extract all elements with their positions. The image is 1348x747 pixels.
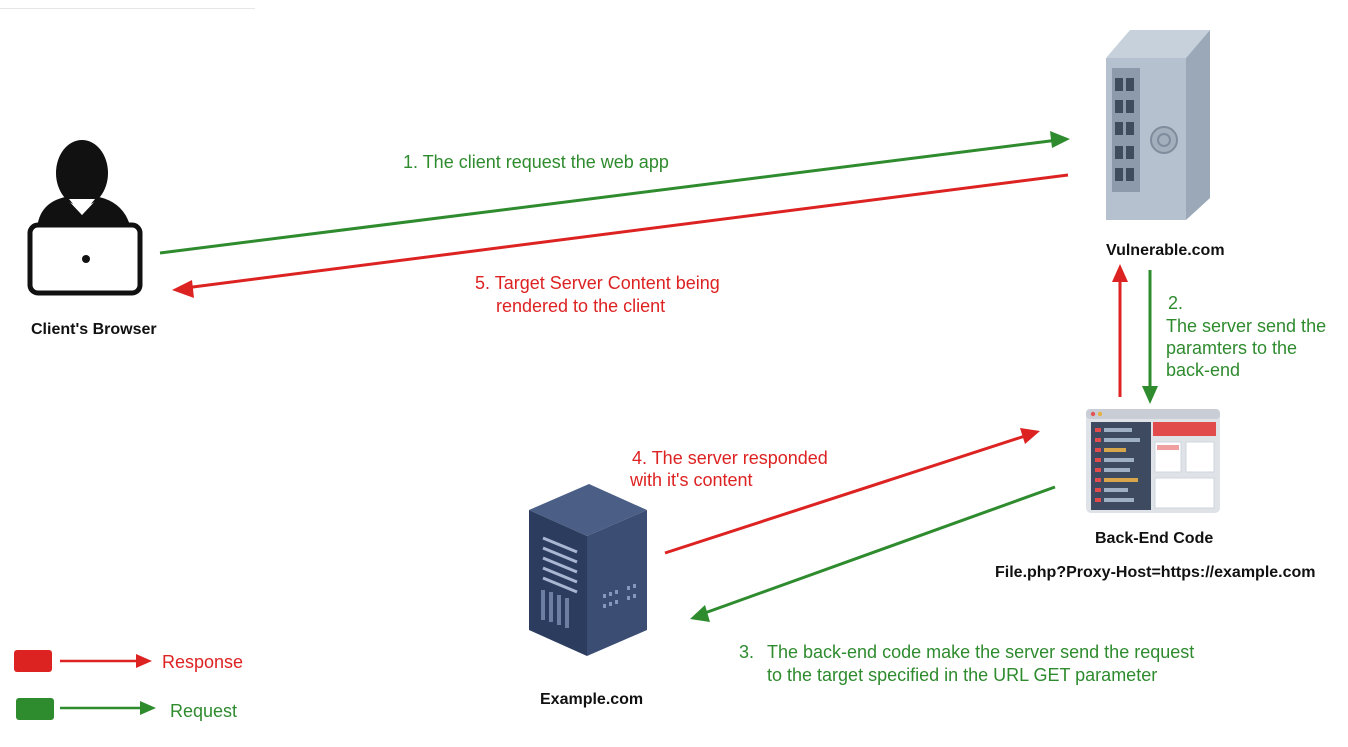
user-laptop-icon	[27, 140, 143, 296]
arrow-step4-response	[664, 428, 1040, 555]
step2-number: 2.	[1168, 293, 1184, 313]
top-edge-divider	[0, 0, 255, 9]
legend-response-arrow	[60, 654, 152, 668]
step3-label-line1: The back-end code make the server send t…	[767, 642, 1195, 662]
vulnerable-server-label: Vulnerable.com	[1106, 242, 1225, 259]
arrow-backend-to-vulnerable-response	[1112, 264, 1128, 397]
legend-request-label: Request	[170, 701, 238, 721]
step2-label: The server send the paramters to the bac…	[1166, 316, 1327, 380]
arrow-step1-request	[159, 131, 1070, 255]
step3-label-line2: to the target specified in the URL GET p…	[767, 665, 1158, 685]
legend-response-label: Response	[162, 652, 244, 672]
backend-code-label: Back-End Code	[1095, 530, 1214, 547]
step3-number: 3.	[739, 642, 755, 662]
arrow-step3-request	[690, 485, 1056, 622]
legend-request-arrow	[60, 701, 156, 715]
arrow-step2-request	[1142, 270, 1158, 404]
dark-server-tower-icon	[529, 484, 647, 656]
backend-url-label: File.php?Proxy-Host=https://example.com	[995, 564, 1316, 581]
legend-response-swatch	[14, 650, 52, 672]
step1-label: 1. The client request the web app	[403, 152, 669, 172]
server-tower-icon	[1106, 30, 1210, 220]
legend-request-swatch	[16, 698, 54, 720]
code-window-icon	[1086, 409, 1220, 513]
example-server-label: Example.com	[540, 691, 644, 708]
arrow-step5-response	[172, 173, 1069, 298]
client-browser-label: Client's Browser	[31, 321, 157, 338]
step5-label-line1: 5. Target Server Content being	[475, 273, 720, 293]
step5-label-line2: rendered to the client	[496, 296, 666, 316]
step4-label: 4. The server responded with it's conten…	[630, 448, 828, 490]
